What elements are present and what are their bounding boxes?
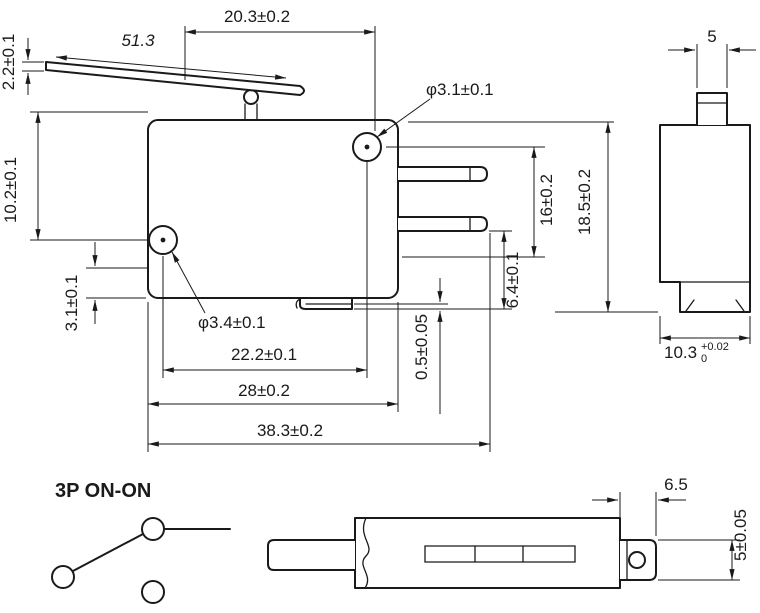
bottom-body	[354, 517, 621, 589]
bottom-actuator-shaft	[267, 539, 356, 571]
leader-line	[171, 251, 206, 314]
dim-lever-thickness: 2.2±0.1	[0, 34, 44, 95]
dim-text: 22.2±0.1	[231, 345, 297, 364]
dim-text: 5	[707, 27, 716, 46]
dim-bottom-hole: φ3.4±0.1	[171, 251, 266, 332]
dim-text: 16±0.2	[537, 174, 556, 226]
side-chamfer-left	[685, 299, 695, 312]
dim-text: 38.3±0.2	[257, 421, 323, 440]
dim-body-width: 28±0.2	[147, 302, 399, 452]
lever-arm	[45, 61, 305, 96]
dim-text: 6.4±0.1	[503, 252, 522, 309]
dim-text: 6.5	[664, 475, 688, 494]
bottom-terminal-hole	[628, 551, 646, 569]
switch-arm-line	[72, 533, 144, 572]
dim-text: 18.5±0.2	[575, 169, 594, 235]
dimensions: 20.3±0.2 51.3 2.2±0.1 φ3.1±0.1 10.2±0.1	[0, 7, 756, 581]
dim-tolerance-lower: 0	[701, 353, 707, 365]
dim-text: φ3.1±0.1	[426, 80, 494, 99]
dim-text: 20.3±0.2	[224, 7, 290, 26]
terminal-node-nc	[141, 580, 165, 604]
terminal-node-no	[141, 517, 165, 541]
mounting-hole-top-center	[364, 144, 370, 150]
dim-text: 5±0.05	[731, 509, 750, 561]
mounting-hole-bottom-center	[160, 237, 166, 243]
dim-text: 0.5±0.05	[412, 314, 431, 380]
dim-hole-spacing: 22.2±0.1	[162, 161, 368, 378]
dim-bottom-terminal-width: 6.5	[592, 475, 688, 536]
dim-top-width: 20.3±0.2	[184, 7, 376, 131]
dim-left-height: 10.2±0.1	[1, 111, 148, 241]
terminal-blade-bottom	[397, 216, 488, 232]
dim-terminal-span: 16±0.2	[386, 146, 556, 258]
common-terminal-hook	[295, 297, 303, 309]
break-line	[362, 517, 370, 589]
side-view	[659, 92, 751, 313]
dim-plunger-width: 5	[668, 27, 756, 88]
switch-body	[147, 119, 399, 299]
dim-top-hole: φ3.1±0.1	[376, 80, 494, 138]
dim-text: φ3.4±0.1	[198, 313, 266, 332]
dim-text: 10.2±0.1	[1, 157, 20, 223]
dim-hole-offset: 3.1±0.1	[62, 242, 148, 331]
dim-overall-width: 38.3±0.2	[148, 233, 491, 452]
dim-lever-length: 51.3	[55, 31, 287, 80]
dim-overall-height: 18.5±0.2	[408, 121, 658, 313]
dim-text: 3.1±0.1	[62, 275, 81, 332]
side-plunger	[696, 92, 728, 126]
leader-line	[376, 98, 431, 138]
dim-terminal-thickness: 0.5±0.05	[354, 278, 448, 414]
side-chamfer-right	[735, 299, 745, 312]
bottom-view	[267, 517, 657, 589]
common-terminal-tab	[299, 297, 353, 310]
dim-text: 51.3	[121, 31, 155, 50]
side-body	[659, 124, 751, 313]
dim-bottom-terminal-height: 5±0.05	[658, 509, 750, 581]
terminal-node-common	[51, 565, 75, 589]
dimension-line	[55, 55, 287, 80]
dim-tolerance-upper: +0.02	[701, 341, 729, 353]
plunger-roller	[243, 89, 259, 105]
dim-text: 2.2±0.1	[0, 34, 18, 91]
front-view	[45, 61, 488, 310]
schematic-label: 3P ON-ON	[55, 480, 151, 502]
circuit-schematic: 3P ON-ON	[51, 480, 231, 604]
terminal-blade-top	[397, 166, 488, 182]
dim-terminal-offset: 6.4±0.1	[354, 230, 522, 310]
dim-depth: 10.3 +0.02 0	[659, 316, 751, 365]
dim-text: 10.3	[664, 343, 697, 362]
dim-text: 28±0.2	[238, 381, 290, 400]
